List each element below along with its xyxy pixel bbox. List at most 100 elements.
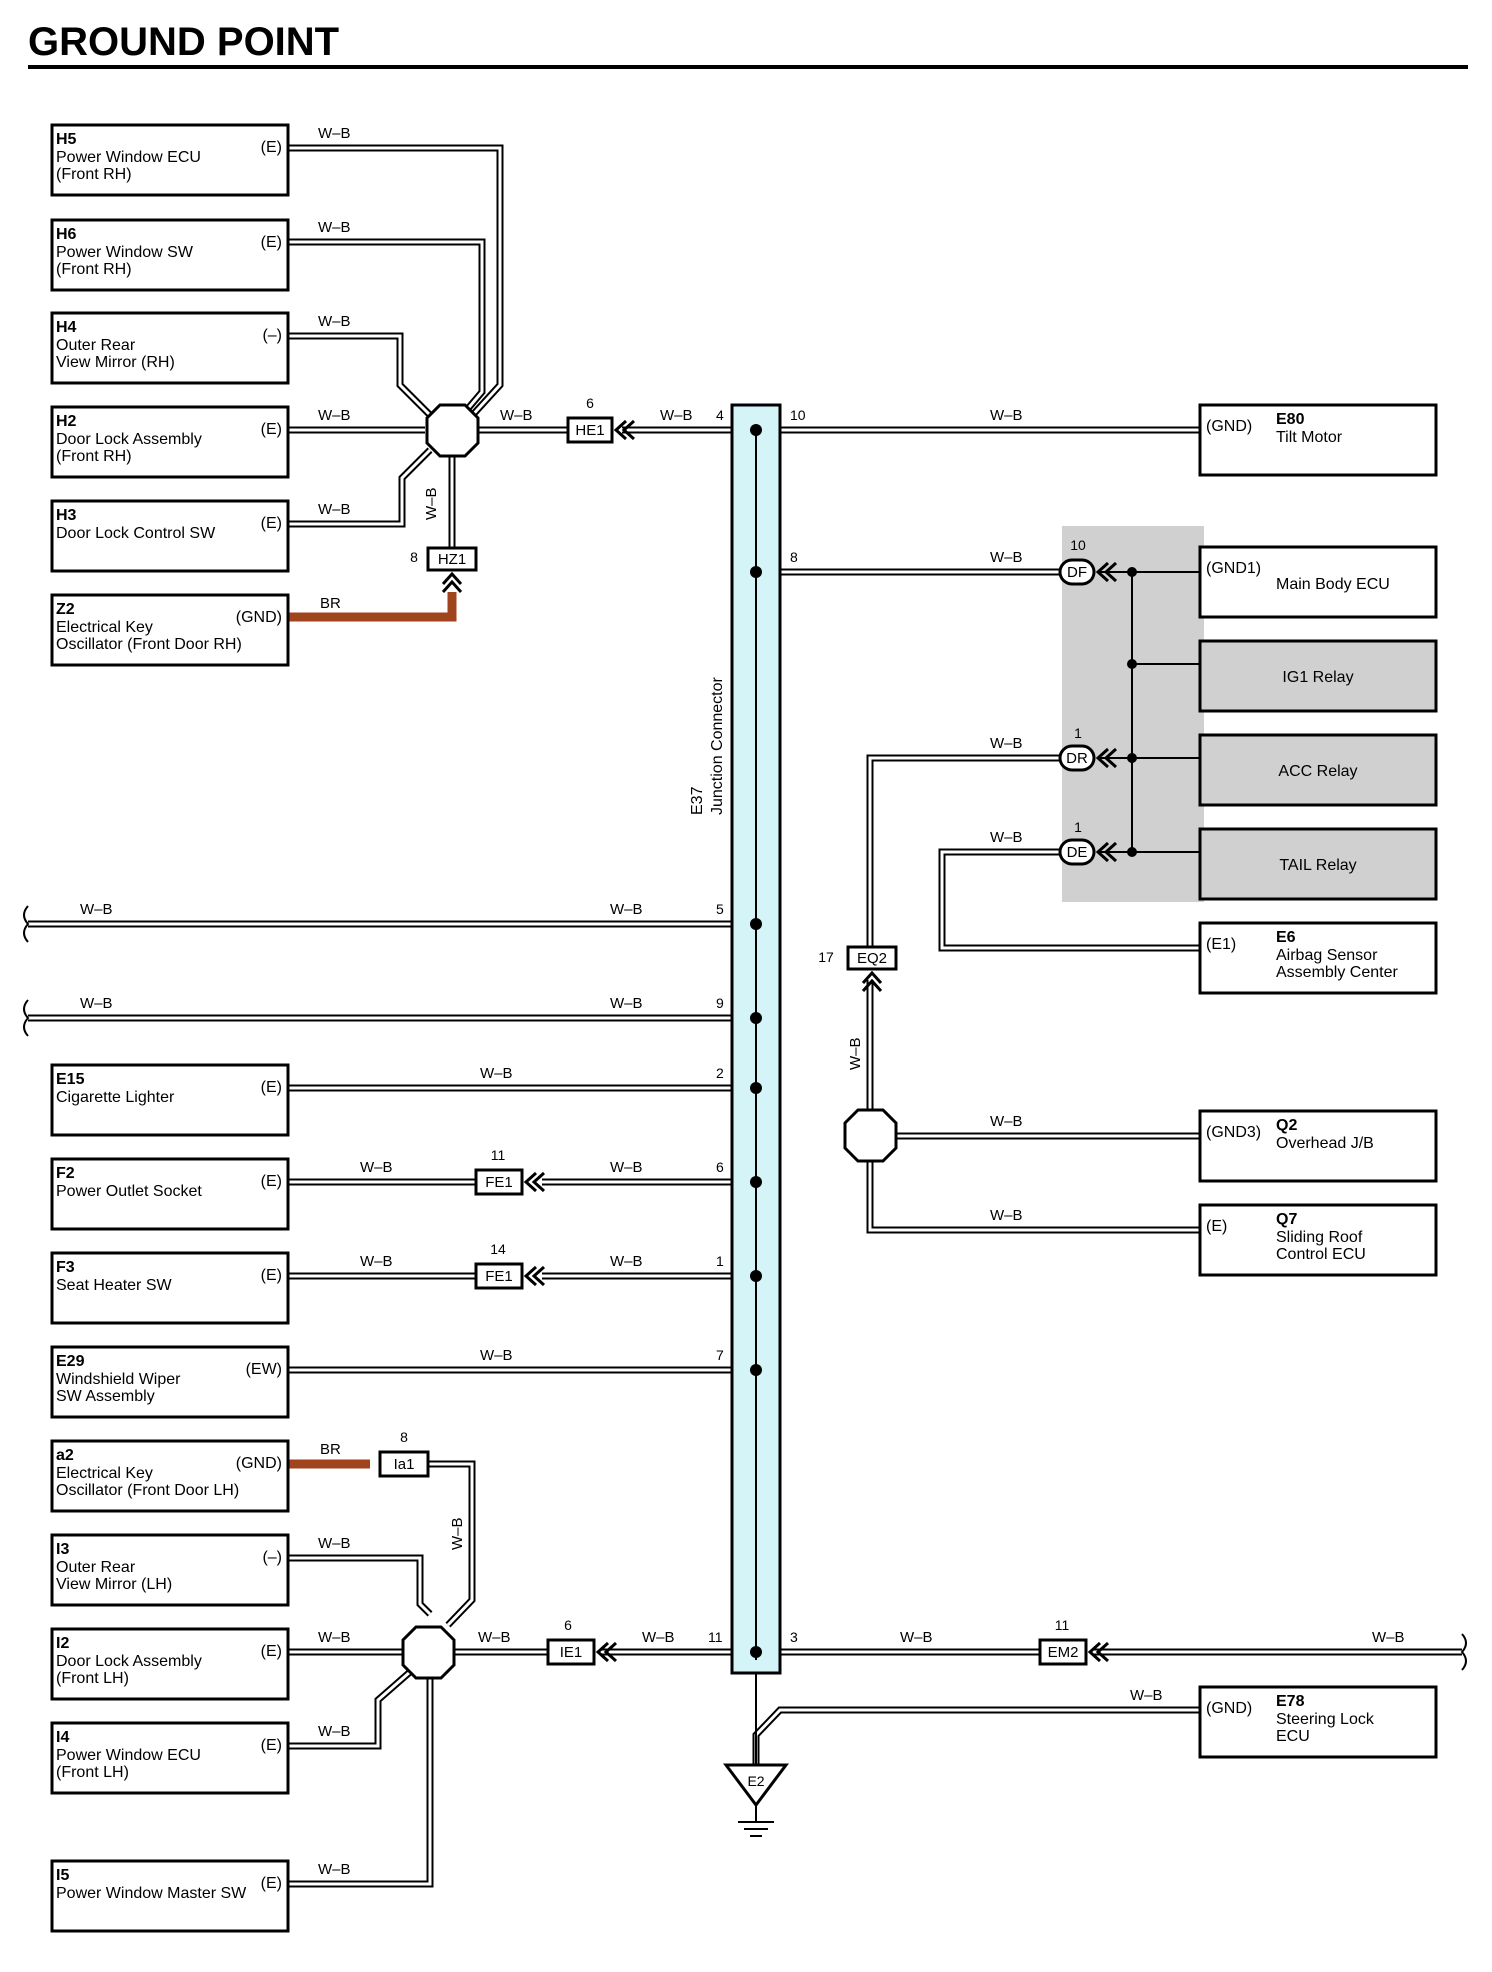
component-code: I2 (56, 1635, 69, 1652)
wire-label-wb: W–B (500, 407, 533, 424)
component-pin: (E) (261, 1267, 282, 1284)
component-pin: (E) (261, 515, 282, 532)
wire-label-wb: W–B (642, 1629, 675, 1646)
connector-code: EQ2 (857, 950, 887, 967)
component-main-body-ecu[interactable]: (GND1)Main Body ECU (1198, 545, 1438, 619)
junction-code: E37 (689, 786, 706, 815)
component-name: Power Window ECU (56, 149, 201, 166)
component-tail-relay[interactable]: TAIL Relay (1198, 827, 1438, 901)
component-name: Door Lock Control SW (56, 525, 216, 542)
component-code: E78 (1276, 1693, 1305, 1710)
wire-label-wb: W–B (660, 407, 693, 424)
junction-pin-numbers: 4 10 8 5 9 2 6 1 7 11 3 (708, 407, 806, 1645)
wire-label-wb: W–B (318, 313, 351, 330)
wire-label-wb: W–B (480, 1347, 513, 1364)
component-name: Cigarette Lighter (56, 1089, 175, 1106)
component-code: F2 (56, 1165, 75, 1182)
wire-label-wb: W–B (318, 1723, 351, 1740)
component-name: Electrical Key (56, 619, 153, 636)
pin-7: 7 (716, 1347, 724, 1363)
wire-label-wb: W–B (990, 1113, 1023, 1130)
component-name: Sliding Roof (1276, 1229, 1363, 1246)
wire-labels: W–B W–B W–B W–B W–B W–B W–B W–B W–B W–B W–B W–B W–B W… (80, 125, 1405, 1878)
pin-1: 1 (716, 1253, 724, 1269)
component-name: View Mirror (LH) (56, 1576, 172, 1593)
connector-pin: 8 (410, 549, 418, 565)
component-name: SW Assembly (56, 1388, 155, 1405)
component-pin: (E) (261, 234, 282, 251)
component-name: Assembly Center (1276, 964, 1398, 981)
wire-label-wb: W–B (318, 1535, 351, 1552)
ground-code: E2 (747, 1773, 764, 1789)
relay-name: TAIL Relay (1279, 857, 1356, 874)
component-acc-relay[interactable]: ACC Relay (1198, 733, 1438, 807)
connector-pin: 1 (1074, 725, 1082, 741)
component-name: Main Body ECU (1276, 576, 1390, 593)
wire-label-wb: W–B (990, 1207, 1023, 1224)
component-code: Z2 (56, 601, 75, 618)
connector-pin: 6 (586, 395, 594, 411)
connector-pin: 8 (400, 1429, 408, 1445)
component-pin: (–) (262, 1549, 282, 1566)
component-name: Airbag Sensor (1276, 947, 1378, 964)
component-name: (Front RH) (56, 166, 132, 183)
component-ig1-relay[interactable]: IG1 Relay (1198, 639, 1438, 713)
component-code: a2 (56, 1447, 74, 1464)
connector-pin: 11 (491, 1147, 506, 1163)
component-pin: (E) (261, 1875, 282, 1892)
wire-label-wb: W–B (318, 125, 351, 142)
component-pin: (E) (261, 1079, 282, 1096)
component-pin: (–) (262, 327, 282, 344)
connector-pin: 17 (818, 949, 834, 965)
component-code: F3 (56, 1259, 75, 1276)
wire-label-wb: W–B (318, 501, 351, 518)
wire-label-wb-vertical: W–B (423, 487, 440, 520)
component-code: I5 (56, 1867, 69, 1884)
connector-code: DR (1066, 750, 1088, 767)
wire-label-wb-vertical: W–B (449, 1517, 466, 1550)
component-name: Power Outlet Socket (56, 1183, 202, 1200)
wire-label-wb: W–B (318, 219, 351, 236)
relay-name: ACC Relay (1278, 763, 1357, 780)
pin-11: 11 (708, 1629, 723, 1645)
component-name: Seat Heater SW (56, 1277, 173, 1294)
pin-2: 2 (716, 1065, 724, 1081)
pin-8: 8 (790, 549, 798, 565)
connector-code: EM2 (1048, 1644, 1079, 1661)
component-name: Power Window SW (56, 244, 194, 261)
component-pin: (GND) (236, 1455, 282, 1472)
component-code: H3 (56, 507, 77, 524)
pin-4: 4 (716, 407, 724, 423)
component-pin: (E) (261, 139, 282, 156)
component-name: Outer Rear (56, 1559, 136, 1576)
component-pin: (E) (261, 1737, 282, 1754)
component-pin: (GND) (1206, 418, 1252, 435)
component-code: E80 (1276, 411, 1305, 428)
relay-bus-dots (1127, 567, 1137, 857)
